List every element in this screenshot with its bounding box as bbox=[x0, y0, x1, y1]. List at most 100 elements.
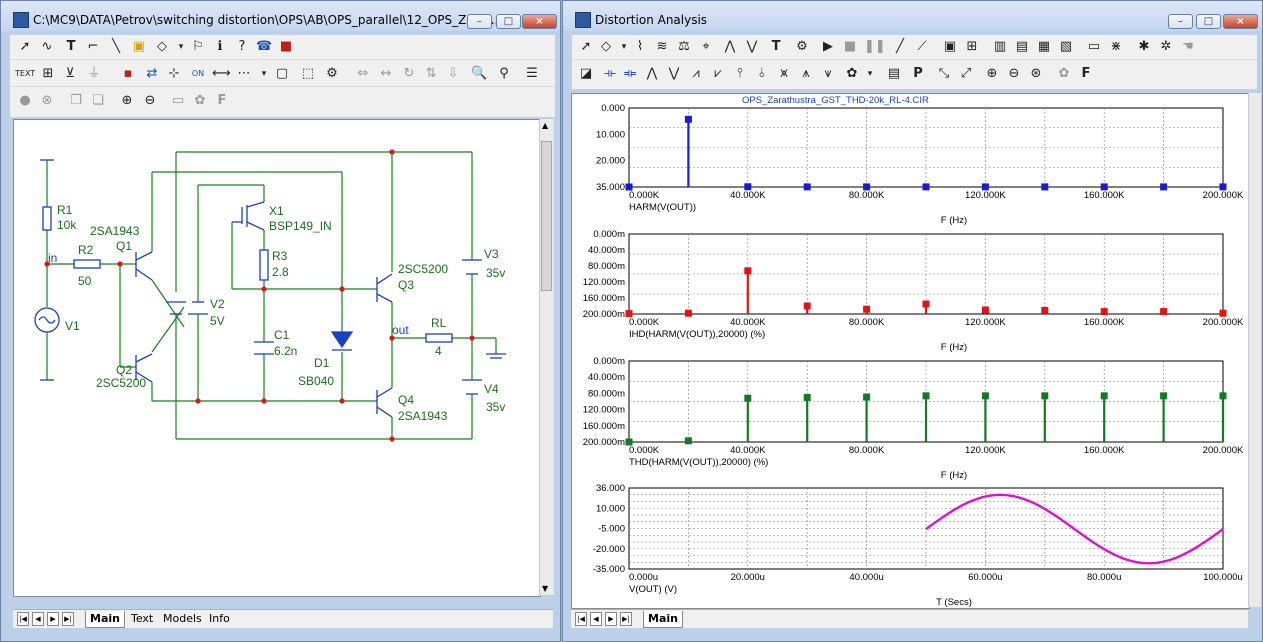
scroll-thumb[interactable] bbox=[541, 141, 552, 291]
component-icon[interactable]: ▣ bbox=[132, 39, 146, 54]
y-scale-icon[interactable]: ⤢ bbox=[960, 66, 972, 81]
point-tag-icon[interactable]: P bbox=[913, 66, 923, 81]
zoom-in-icon[interactable]: ⊕ bbox=[986, 66, 998, 81]
play-icon[interactable]: ▶ bbox=[823, 39, 833, 54]
zoom-fit-icon[interactable]: ⊛ bbox=[1030, 66, 1042, 81]
chart-icon[interactable]: ◪ bbox=[579, 66, 593, 81]
font-icon[interactable]: F bbox=[1081, 66, 1091, 81]
maximize-button[interactable]: □ bbox=[496, 14, 521, 29]
global-low-icon[interactable]: ⩚ bbox=[802, 66, 810, 81]
on-icon[interactable]: ON bbox=[191, 69, 205, 78]
pin-icon[interactable]: ▪ bbox=[123, 66, 133, 81]
palette-icon[interactable]: ✿ bbox=[846, 66, 858, 81]
slope-find-icon[interactable]: ⫰ bbox=[759, 66, 765, 81]
grid-dropdown-icon[interactable]: ▾ bbox=[261, 69, 267, 79]
prev-page-icon[interactable]: ◀ bbox=[32, 612, 44, 626]
flag-icon[interactable]: ⚐ bbox=[192, 39, 204, 54]
tab-models[interactable]: Models bbox=[163, 612, 202, 625]
text-tool-icon[interactable]: T bbox=[66, 39, 76, 54]
swap-icon[interactable]: ⇄ bbox=[146, 66, 158, 81]
next-page-icon[interactable]: ▶ bbox=[605, 612, 617, 626]
text-mode-icon[interactable]: TEXT bbox=[15, 69, 36, 78]
slope-icon[interactable]: ⟋ bbox=[917, 39, 927, 54]
valley-find-icon[interactable]: ⋁ bbox=[668, 66, 680, 81]
font-icon[interactable]: F bbox=[217, 93, 227, 108]
scroll-down-icon[interactable]: ▼ bbox=[542, 584, 549, 593]
text-tool-icon[interactable]: T bbox=[771, 39, 781, 54]
close-button[interactable]: × bbox=[1223, 14, 1258, 29]
global-high-icon[interactable]: ⩙ bbox=[780, 66, 788, 81]
cursor-mode-icon[interactable]: ⌇ bbox=[636, 39, 644, 54]
plot-vertical-scrollbar[interactable] bbox=[1248, 93, 1261, 607]
flip-icon[interactable]: ⇔ bbox=[357, 66, 369, 81]
select-icon[interactable]: ⬚ bbox=[301, 66, 315, 81]
close-button[interactable]: × bbox=[522, 14, 557, 29]
schematic-vertical-scrollbar[interactable]: ▲ ▼ bbox=[539, 119, 554, 595]
junction-icon[interactable]: ⊹ bbox=[168, 66, 180, 81]
step-icon[interactable]: ⇅ bbox=[425, 66, 437, 81]
wave-icon[interactable]: ≋ bbox=[656, 39, 668, 54]
cursor-left-icon[interactable]: ⟛ bbox=[604, 66, 616, 81]
inflection-icon[interactable]: ⫯ bbox=[737, 66, 743, 81]
zoom-in-icon[interactable]: ⊕ bbox=[121, 93, 133, 108]
bus-icon[interactable]: ⟷ bbox=[212, 66, 231, 81]
line-tool-icon[interactable]: ╲ bbox=[112, 39, 120, 54]
zoom-out-icon[interactable]: ⊖ bbox=[1008, 66, 1020, 81]
zoom-out-icon[interactable]: ⊖ bbox=[144, 93, 156, 108]
probe-icon[interactable]: ⊻ bbox=[65, 66, 75, 81]
hand-icon[interactable]: ☚ bbox=[1182, 39, 1194, 54]
tab-info[interactable]: Info bbox=[209, 612, 230, 625]
columns-icon[interactable]: ▦ bbox=[1037, 39, 1051, 54]
table-icon[interactable]: ▤ bbox=[1015, 39, 1029, 54]
next-page-icon[interactable]: ▶ bbox=[47, 612, 59, 626]
find-icon[interactable]: 🔍 bbox=[471, 66, 488, 81]
frame-icon[interactable]: ▣ bbox=[943, 39, 957, 54]
peak-icon[interactable]: ⋀ bbox=[724, 39, 736, 54]
shapes-icon[interactable]: ◇ bbox=[601, 39, 611, 54]
last-page-icon[interactable]: ▶| bbox=[62, 612, 74, 626]
camera-icon[interactable]: ▭ bbox=[171, 93, 185, 108]
step-down-icon[interactable]: ⇩ bbox=[447, 66, 459, 81]
binoculars-icon[interactable]: ⚲ bbox=[499, 66, 509, 81]
info-icon[interactable]: ℹ bbox=[217, 39, 223, 54]
help-icon[interactable]: ? bbox=[238, 39, 246, 54]
high-icon[interactable]: ⩘ bbox=[692, 66, 700, 81]
wire-icon[interactable]: ∿ bbox=[41, 39, 53, 54]
pause-icon[interactable]: ❚❚ bbox=[864, 39, 886, 54]
valley-icon[interactable]: ⋁ bbox=[746, 39, 758, 54]
stop-icon[interactable]: ● bbox=[19, 93, 31, 108]
dropdown-icon[interactable]: ▾ bbox=[178, 42, 184, 52]
record-icon[interactable]: ■ bbox=[279, 39, 293, 54]
last-page-icon[interactable]: ▶| bbox=[620, 612, 632, 626]
palette-icon[interactable]: ✿ bbox=[194, 93, 206, 108]
list-icon[interactable]: ▤ bbox=[887, 66, 901, 81]
peak-find-icon[interactable]: ⋀ bbox=[646, 66, 658, 81]
cursor-right-icon[interactable]: ⟚ bbox=[623, 66, 637, 81]
divider-icon[interactable]: ▭ bbox=[1087, 39, 1101, 54]
stop-icon[interactable]: ■ bbox=[843, 39, 857, 54]
plot-canvas[interactable]: OPS_Zarathustra_GST_THD-20k_RL-4.CIR 35.… bbox=[571, 93, 1250, 609]
first-page-icon[interactable]: |◀ bbox=[575, 612, 587, 626]
grid-icon[interactable]: ⋯ bbox=[237, 66, 251, 81]
schematic-canvas[interactable]: R1 10k R2 50 in 2SA1943 Q1 V1 Q2 2SC5200… bbox=[13, 119, 541, 597]
tab-main[interactable]: Main bbox=[85, 611, 125, 628]
color-wheel-icon[interactable]: ✿ bbox=[1058, 66, 1070, 81]
first-page-icon[interactable]: |◀ bbox=[17, 612, 29, 626]
node-icon[interactable]: ⊞ bbox=[42, 66, 54, 81]
grid-icon[interactable]: ⊞ bbox=[966, 39, 978, 54]
tag-icon[interactable]: ⌖ bbox=[702, 39, 710, 54]
scroll-up-icon[interactable]: ▲ bbox=[542, 121, 549, 130]
cancel-icon[interactable]: ⊗ bbox=[41, 93, 53, 108]
shapes-icon[interactable]: ◇ bbox=[157, 39, 167, 54]
low-icon[interactable]: ⩗ bbox=[714, 66, 722, 81]
trace-icon[interactable]: ⋇ bbox=[1110, 39, 1122, 54]
notes-icon[interactable]: ☰ bbox=[526, 66, 538, 81]
properties-icon[interactable]: ⚙ bbox=[326, 66, 338, 81]
mirror-icon[interactable]: ↔ bbox=[380, 66, 392, 81]
cursor-b-icon[interactable]: ✲ bbox=[1160, 39, 1172, 54]
wire-mode-icon[interactable]: ⌐ bbox=[87, 39, 99, 54]
arrow-pointer-icon[interactable]: ➚ bbox=[19, 39, 31, 54]
minimize-button[interactable]: – bbox=[1168, 14, 1193, 29]
cursor-a-icon[interactable]: ✱ bbox=[1138, 39, 1150, 54]
arrow-pointer-icon[interactable]: ➚ bbox=[580, 39, 592, 54]
